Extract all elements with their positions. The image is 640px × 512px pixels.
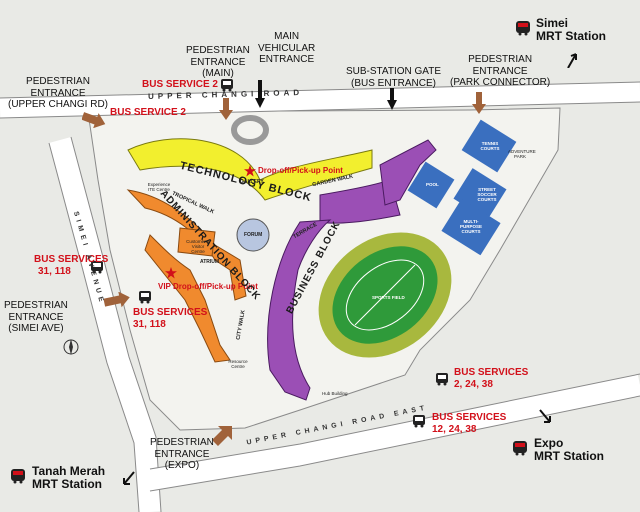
bus-icon xyxy=(412,414,426,433)
simei-avenue xyxy=(49,137,161,512)
black-arrow-icon xyxy=(255,80,265,113)
atrium-label: ATRIUM xyxy=(200,259,220,265)
dropoff-point-label: Drop-off/Pick-up Point xyxy=(258,166,343,175)
forum-label: FORUM xyxy=(244,232,263,238)
street-soccer-courts-label: STREET SOCCER COURTS xyxy=(477,187,497,202)
substation-gate: SUB-STATION GATE(BUS ENTRANCE) xyxy=(346,66,442,89)
multipurpose-courts xyxy=(441,198,501,256)
customer-centre-label: Customer & Visitor Centre xyxy=(186,239,210,254)
train-icon xyxy=(515,20,531,41)
administration-block xyxy=(126,189,247,301)
bus-icon xyxy=(435,372,449,391)
upper-changi-road xyxy=(0,82,640,118)
experience-centre-label: Experience ITE Centre xyxy=(147,182,171,192)
brown-arrow-icon xyxy=(472,92,486,119)
vip-dropoff-point-label: VIP Drop-off/Pick-up Point xyxy=(158,282,258,291)
red-star-icon xyxy=(244,164,256,182)
bus-service-top-a: BUS SERVICE 2 xyxy=(142,79,218,90)
multipurpose-courts-label: MULTI-PURPOSE COURTS xyxy=(459,219,482,234)
red-star-icon xyxy=(165,266,177,284)
gallery-label: GALLERY xyxy=(240,179,264,185)
upper-changi-road-east xyxy=(148,374,640,491)
brown-arrow-icon xyxy=(81,112,106,133)
direction-arrow-icon xyxy=(538,408,552,429)
direction-arrow-icon xyxy=(122,470,136,491)
bus-service-top-b: BUS SERVICE 2 xyxy=(110,107,186,118)
compass-icon xyxy=(62,338,80,356)
bus-icon xyxy=(138,290,152,309)
black-arrow-icon xyxy=(387,88,397,115)
pool-label: POOL xyxy=(426,182,439,187)
forum xyxy=(236,218,270,252)
direction-arrow-icon xyxy=(566,52,578,73)
sports-field-label: SPORTS FIELD xyxy=(372,295,405,300)
pool xyxy=(407,161,455,209)
brown-arrow-icon xyxy=(212,426,232,451)
tennis-courts xyxy=(461,119,517,173)
brown-arrow-icon xyxy=(219,98,233,125)
train-icon xyxy=(512,440,528,461)
business-block xyxy=(319,179,401,224)
adventure-park-label: ADVENTURE PARK xyxy=(508,149,536,159)
bus-icon xyxy=(220,78,234,97)
brown-arrow-icon xyxy=(103,291,130,313)
resource-centre-label: Resource Centre xyxy=(228,359,248,369)
hub-building-label: Hub Building xyxy=(322,391,348,396)
tennis-courts-label: TENNIS COURTS xyxy=(480,141,500,151)
bus-icon xyxy=(90,260,104,279)
train-icon xyxy=(10,468,26,489)
